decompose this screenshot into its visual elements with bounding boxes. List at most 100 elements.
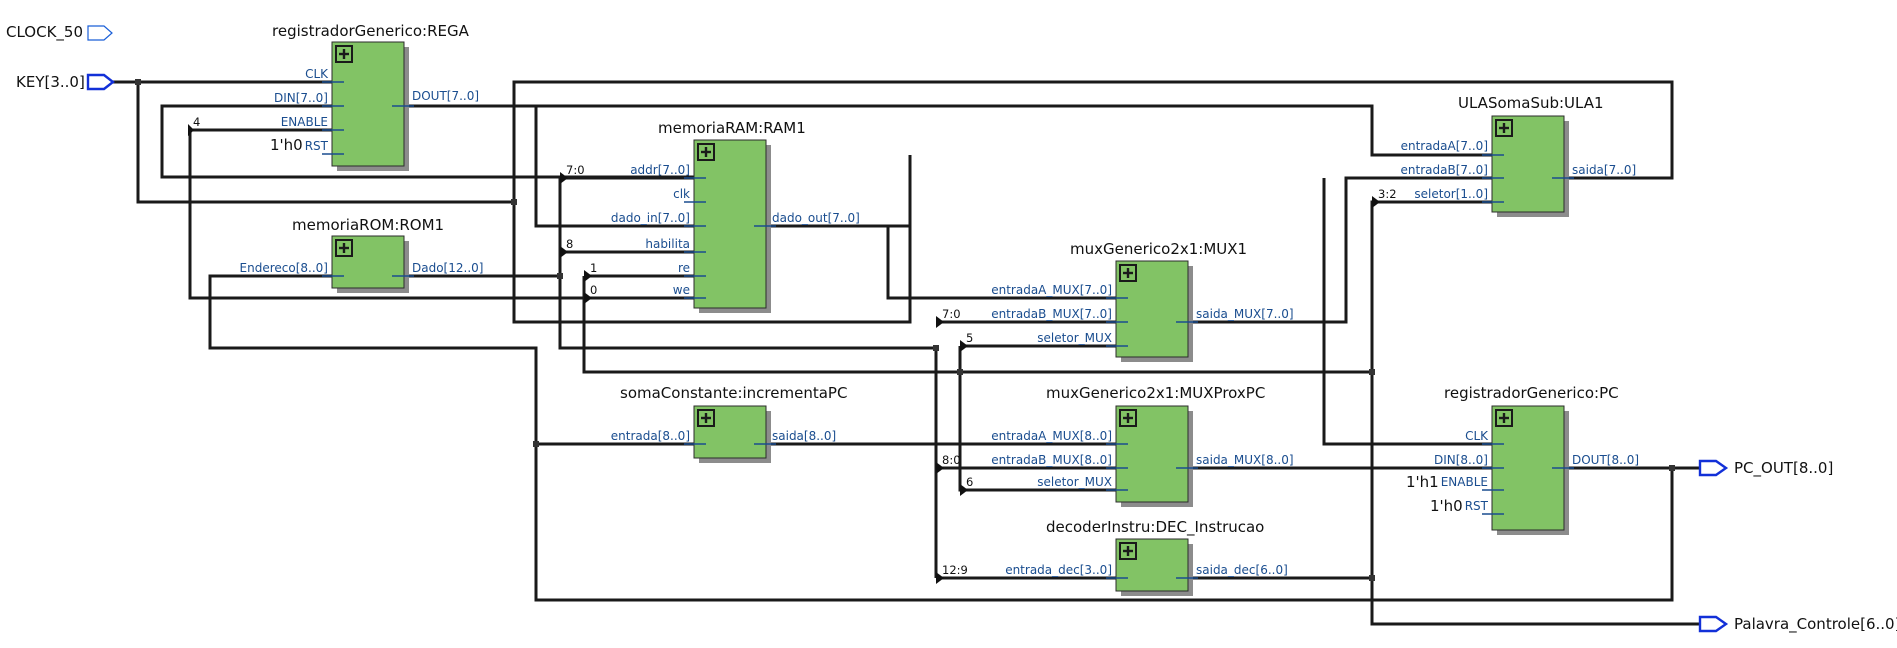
- const-enable: 1'h1: [1406, 473, 1439, 491]
- port-saida: saida_MUX[8..0]: [1196, 453, 1294, 467]
- junction-dot: [135, 79, 141, 85]
- block-title: memoriaROM:ROM1: [292, 216, 444, 234]
- bus-tap-triangle: [936, 572, 944, 584]
- junction-dot: [957, 369, 963, 375]
- expand-icon[interactable]: [1119, 409, 1137, 427]
- port-enable: ENABLE: [281, 115, 328, 129]
- slice-ram-re: 1: [590, 261, 597, 275]
- io-key[interactable]: KEY[3..0]: [16, 73, 115, 91]
- port-seletor: seletor_MUX: [1037, 475, 1112, 489]
- const-rst: 1'h0: [1430, 497, 1463, 515]
- block-body[interactable]: [693, 139, 767, 309]
- bus-tap-triangle: [960, 340, 968, 352]
- block-rega[interactable]: registradorGenerico:REGA CLK DIN[7..0] E…: [270, 22, 479, 171]
- wire-ram-re-v[interactable]: [582, 276, 1372, 374]
- port-dout: DOUT[8..0]: [1572, 453, 1639, 467]
- block-title: muxGenerico2x1:MUXProxPC: [1046, 384, 1265, 402]
- port-habilita: habilita: [645, 237, 690, 251]
- block-muxproxpc[interactable]: muxGenerico2x1:MUXProxPC entradaA_MUX[8.…: [991, 384, 1294, 507]
- port-saida: saida_dec[6..0]: [1196, 563, 1288, 577]
- port-dado-out: dado_out[7..0]: [772, 211, 860, 225]
- port-clk: CLK: [305, 67, 329, 81]
- slice-mux1-b: 7:0: [942, 307, 961, 321]
- port-clk: clk: [673, 187, 690, 201]
- junction-dot: [1369, 575, 1375, 581]
- junction-dot: [933, 345, 939, 351]
- clock-label: CLOCK_50: [6, 23, 83, 42]
- port-din: DIN[8..0]: [1434, 453, 1488, 467]
- wire-ram-dado-out[interactable]: [766, 224, 1128, 300]
- io-pc-out[interactable]: PC_OUT[8..0]: [1698, 459, 1833, 478]
- const-rst: 1'h0: [270, 136, 303, 154]
- port-din: DIN[7..0]: [274, 91, 328, 105]
- bus-tap-triangle: [960, 484, 968, 496]
- expand-icon[interactable]: [335, 239, 353, 257]
- port-saida: saida[8..0]: [772, 429, 836, 443]
- expand-icon[interactable]: [1119, 542, 1137, 560]
- block-decoder[interactable]: decoderInstru:DEC_Instrucao entrada_dec[…: [1005, 518, 1288, 596]
- wire-pc-loop[interactable]: [534, 444, 1674, 602]
- output-pin-icon[interactable]: [1698, 615, 1729, 633]
- port-re: re: [678, 261, 690, 275]
- port-rst: RST: [1465, 499, 1489, 513]
- slice-muxpc-sel: 6: [966, 475, 973, 489]
- slice-ram-habilita: 8: [566, 237, 573, 251]
- junction-dot: [511, 199, 517, 205]
- slice-ula-sel: 3:2: [1378, 187, 1397, 201]
- expand-icon[interactable]: [697, 143, 715, 161]
- expand-icon[interactable]: [1495, 119, 1513, 137]
- expand-icon[interactable]: [697, 409, 715, 427]
- wire-ula-sel[interactable]: [1370, 200, 1700, 626]
- wire-ram-din[interactable]: [534, 106, 705, 228]
- wire-rega-enable-v[interactable]: [188, 130, 590, 300]
- port-seletor: seletor[1..0]: [1414, 187, 1488, 201]
- bus-tap-triangle: [936, 316, 944, 328]
- expand-icon[interactable]: [1495, 409, 1513, 427]
- wire-rega-feedback[interactable]: [160, 104, 705, 179]
- bus-slice-labels: 7:0 8 1 0 4 7:0 5 8:0 6 12:9 3:2: [193, 115, 1397, 577]
- io-palavra[interactable]: Palavra_Controle[6..0]: [1698, 615, 1897, 634]
- wire-rom-addr[interactable]: [208, 274, 700, 446]
- key-label: KEY[3..0]: [16, 73, 85, 91]
- bus-tap-triangle: [560, 246, 568, 258]
- input-pin-icon[interactable]: [87, 25, 113, 41]
- port-dado-in: dado_in[7..0]: [611, 211, 690, 225]
- slice-mux1-sel: 5: [966, 331, 973, 345]
- block-body[interactable]: [331, 41, 405, 167]
- input-pin-icon[interactable]: [86, 73, 115, 91]
- block-rom[interactable]: memoriaROM:ROM1 Endereco[8..0] Dado[12..…: [240, 216, 484, 293]
- block-pc[interactable]: registradorGenerico:PC CLK DIN[8..0] ENA…: [1406, 384, 1639, 535]
- block-mux1[interactable]: muxGenerico2x1:MUX1 entradaA_MUX[7..0] e…: [991, 240, 1294, 362]
- wire-rega-dout[interactable]: [392, 104, 1500, 157]
- port-entrada-b: entradaB_MUX[8..0]: [991, 453, 1112, 467]
- port-saida: saida_MUX[7..0]: [1196, 307, 1294, 321]
- port-entrada-b: entradaB_MUX[7..0]: [991, 307, 1112, 321]
- block-incrementa-pc[interactable]: somaConstante:incrementaPC entrada[8..0]…: [611, 384, 848, 463]
- block-title: decoderInstru:DEC_Instrucao: [1046, 518, 1264, 537]
- block-ula[interactable]: ULASomaSub:ULA1 entradaA[7..0] entradaB[…: [1401, 94, 1637, 217]
- port-enable: ENABLE: [1441, 475, 1488, 489]
- output-pin-icon[interactable]: [1698, 459, 1729, 477]
- wire-mux1-saida[interactable]: [1180, 176, 1500, 324]
- port-we: we: [673, 283, 690, 297]
- block-title: registradorGenerico:REGA: [272, 22, 470, 40]
- bus-tap-triangle: [1372, 196, 1380, 208]
- wire-pc-clk[interactable]: [1322, 178, 1500, 446]
- block-title: registradorGenerico:PC: [1444, 384, 1619, 402]
- wire-key-bus[interactable]: [94, 80, 514, 204]
- expand-icon[interactable]: [335, 45, 353, 63]
- block-title: muxGenerico2x1:MUX1: [1070, 240, 1247, 258]
- expand-icon[interactable]: [1119, 264, 1137, 282]
- slice-rega-enable: 4: [193, 115, 200, 129]
- port-entrada: entrada_dec[3..0]: [1005, 563, 1112, 577]
- bus-tap-triangle: [560, 172, 568, 184]
- junction-dot: [1669, 465, 1675, 471]
- port-entrada-b: entradaB[7..0]: [1401, 163, 1488, 177]
- io-clock[interactable]: CLOCK_50: [6, 23, 113, 42]
- pc-out-label: PC_OUT[8..0]: [1734, 459, 1833, 478]
- port-addr: addr[7..0]: [630, 163, 690, 177]
- block-title: memoriaRAM:RAM1: [658, 119, 806, 137]
- block-ram[interactable]: memoriaRAM:RAM1 addr[7..0] clk dado_in[7…: [611, 119, 860, 313]
- port-entrada-a: entradaA[7..0]: [1401, 139, 1488, 153]
